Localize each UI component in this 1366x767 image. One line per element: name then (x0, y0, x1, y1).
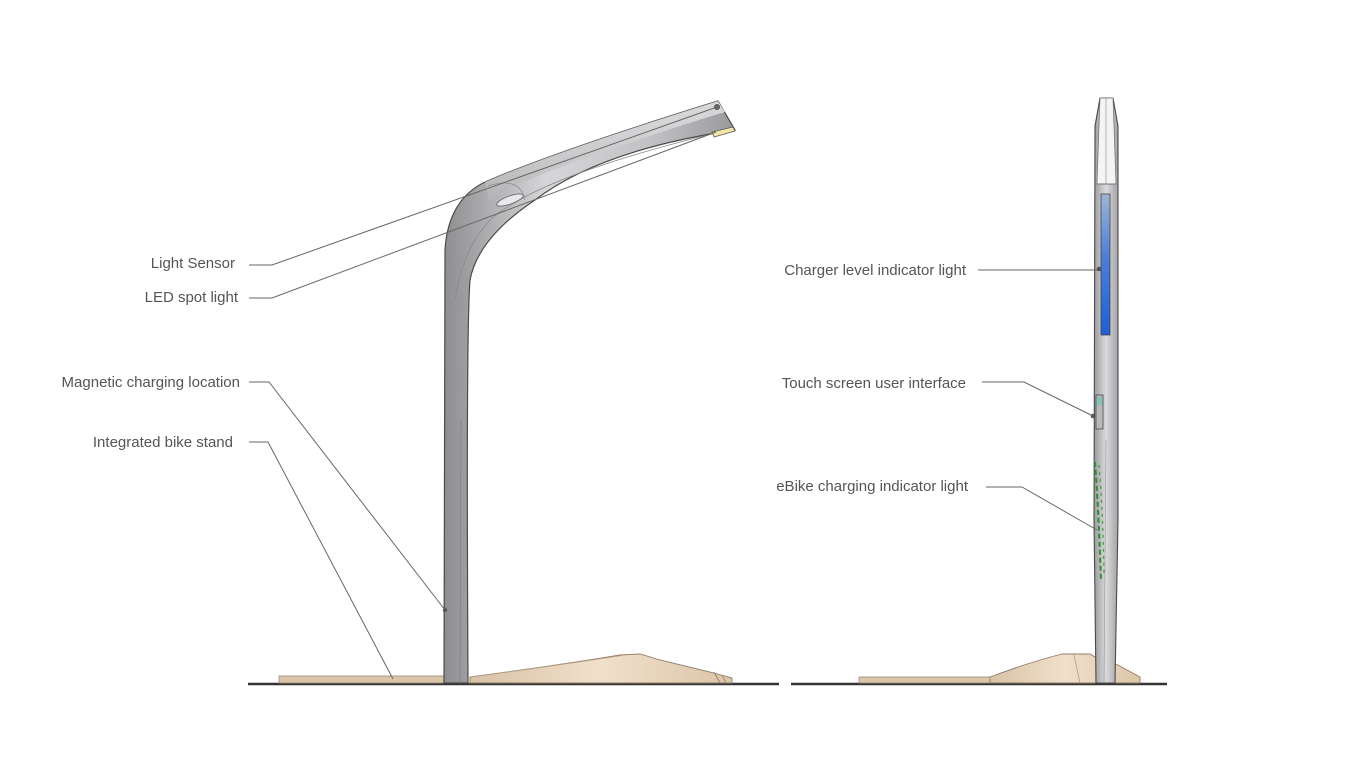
touch-screen-ui (1090, 394, 1104, 430)
leader-ebike-indicator (986, 486, 1098, 531)
callout-charger-level: Charger level indicator light (784, 262, 1097, 279)
callout-bike-stand: Integrated bike stand (93, 434, 394, 680)
callout-light-sensor: Light Sensor (151, 106, 718, 272)
label-light-sensor: Light Sensor (151, 255, 235, 272)
label-ebike-indicator: eBike charging indicator light (776, 478, 969, 495)
leader-bike-stand (249, 441, 394, 680)
leader-magnetic-charging (249, 381, 446, 611)
label-led-spot-light: LED spot light (145, 289, 239, 306)
label-charger-level: Charger level indicator light (784, 262, 967, 279)
front-view: Charger level indicator light Touch scre… (776, 97, 1167, 686)
led-spot-light (711, 126, 736, 138)
callout-touch-screen: Touch screen user interface (782, 375, 1094, 417)
label-touch-screen: Touch screen user interface (782, 375, 966, 392)
lamp-pole-front (1093, 97, 1119, 684)
callout-ebike-indicator: eBike charging indicator light (776, 478, 1098, 531)
ebike-charging-indicator-light (1094, 461, 1105, 581)
leader-led-spot-light (249, 131, 717, 299)
side-view: Light Sensor LED spot light Magnetic cha… (62, 100, 779, 686)
label-magnetic-charging: Magnetic charging location (62, 374, 240, 391)
lamp-pole-side (443, 100, 736, 684)
callout-magnetic-charging: Magnetic charging location (62, 374, 446, 611)
leader-light-sensor (249, 106, 718, 266)
label-bike-stand: Integrated bike stand (93, 434, 233, 451)
bike-stand-base (278, 653, 733, 684)
charger-level-indicator-light (1096, 193, 1111, 336)
callout-led-spot-light: LED spot light (145, 131, 717, 306)
leader-touch-screen (982, 381, 1094, 417)
